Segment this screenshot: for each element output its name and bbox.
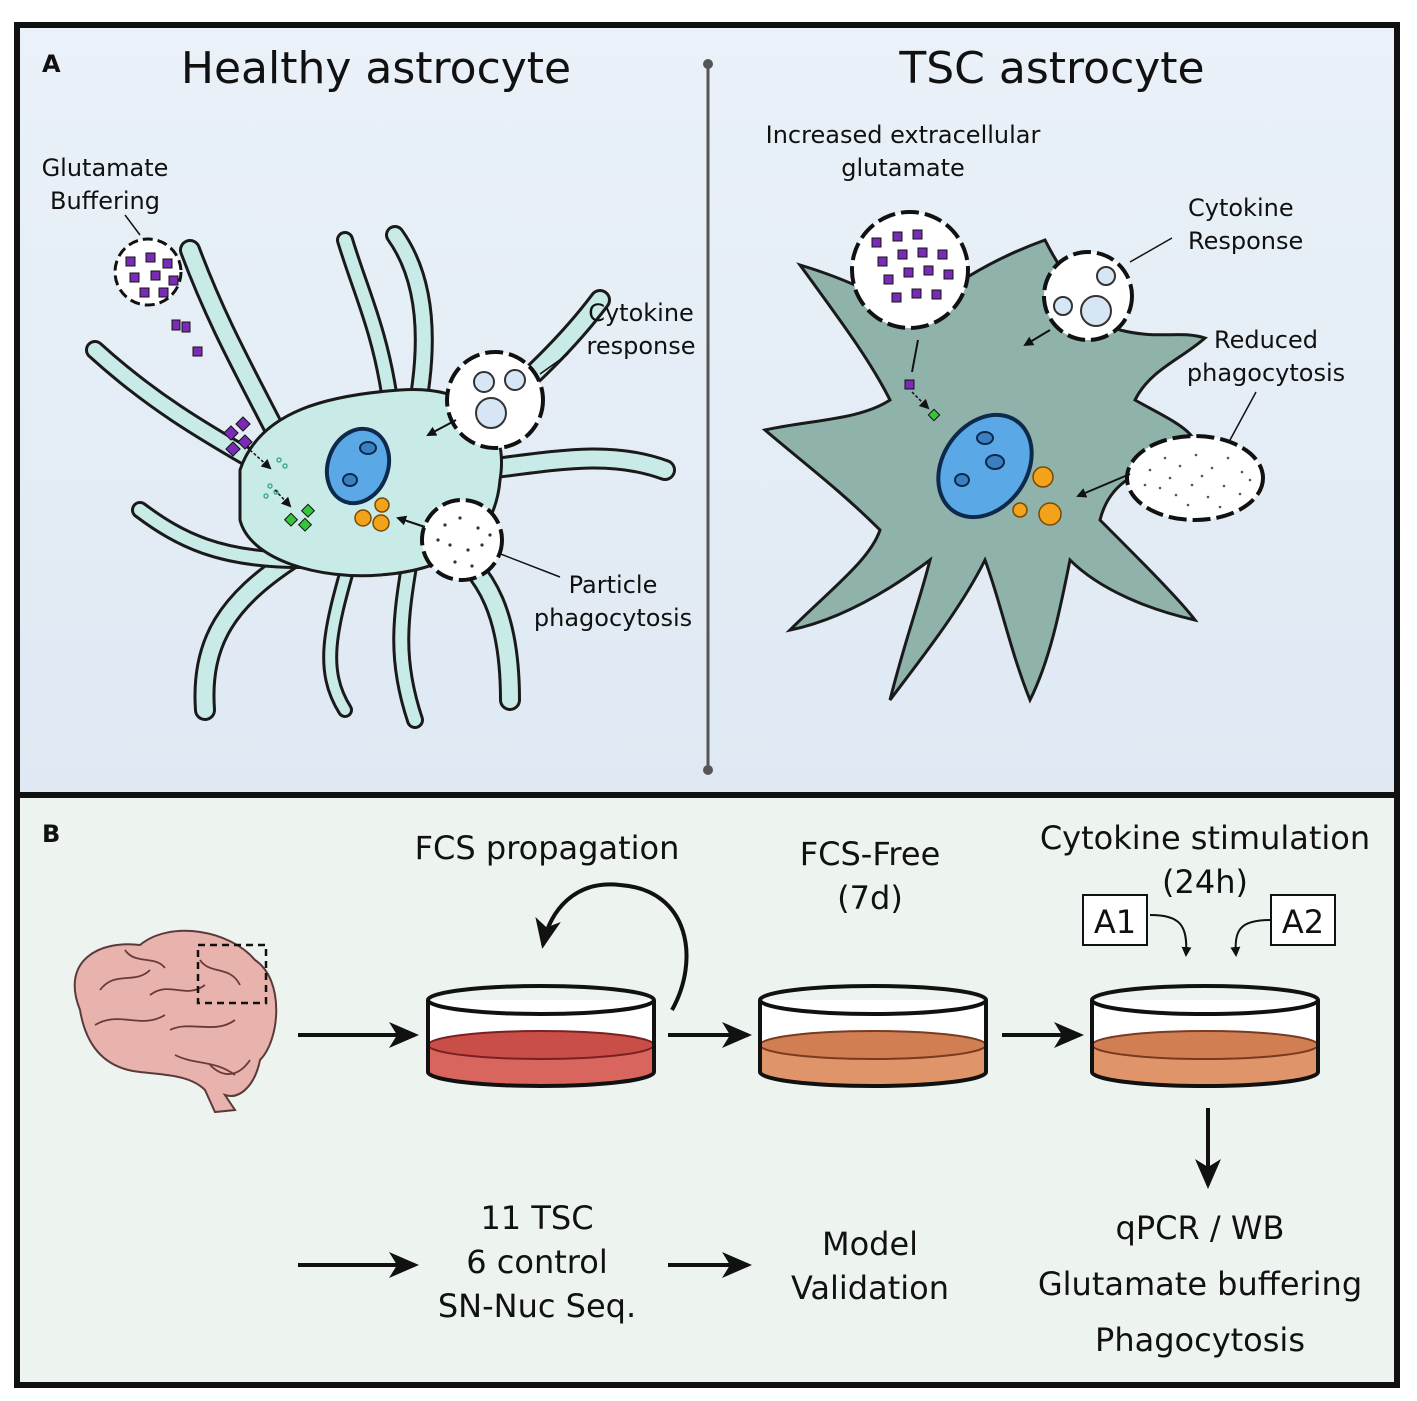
step-fcs-free: FCS-Free (7d) — [799, 835, 941, 917]
readouts-label: qPCR / WB Glutamate buffering Phagocytos… — [1037, 1209, 1363, 1359]
step-cytokine-stimulation: Cytokine stimulation (24h) — [1039, 819, 1371, 901]
panel-divider — [703, 59, 713, 775]
healthy-astrocyte — [85, 214, 676, 729]
tsc-glutamate-label: Increased extracellular glutamate — [765, 121, 1041, 182]
panel-b-label: B — [42, 820, 61, 848]
healthy-cytokine-label: Cytokine response — [586, 299, 696, 360]
healthy-glutamate-label: Glutamate Buffering — [41, 154, 169, 215]
sequencing-label: 11 TSC 6 control SN-Nuc Seq. — [437, 1199, 637, 1325]
dish-cytokine-stimulation — [1090, 914, 1320, 1088]
model-validation-label: Model Validation — [790, 1225, 950, 1307]
panel-a-label: A — [42, 50, 61, 78]
tsc-cytokine-label: Cytokine Response — [1188, 194, 1304, 255]
dish-fcs-propagation — [426, 882, 689, 1088]
healthy-title: Healthy astrocyte — [180, 43, 572, 94]
step-fcs-propagation: FCS propagation — [414, 829, 680, 867]
brain-illustration — [73, 929, 278, 1114]
tsc-phagocytosis-label: Reduced phagocytosis — [1186, 326, 1346, 387]
dish-fcs-free — [758, 984, 988, 1088]
healthy-particle-label: Particle phagocytosis — [533, 571, 693, 632]
flow-arrows — [298, 1022, 1221, 1278]
a1-box: A1 — [1082, 894, 1148, 946]
a2-box: A2 — [1270, 894, 1336, 946]
tsc-astrocyte — [761, 210, 1265, 704]
tsc-title: TSC astrocyte — [899, 43, 1205, 94]
